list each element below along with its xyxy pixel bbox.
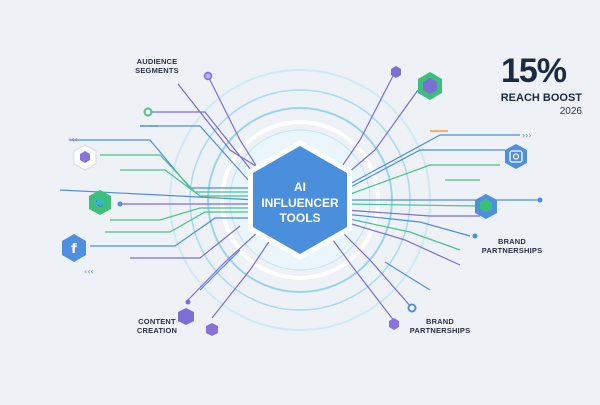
right-arrows-icon: ›››: [522, 131, 532, 140]
platform-icons: 🐦 f: [62, 66, 527, 336]
endpoint-dot: [185, 299, 191, 305]
connector-line: [185, 231, 259, 303]
connector-line: [211, 239, 271, 319]
label-line: BRAND: [497, 237, 527, 246]
connector-line: [337, 227, 413, 309]
label-line: CREATION: [136, 325, 178, 335]
box-icon: [475, 194, 497, 219]
reach-boost-year: 2026: [559, 106, 582, 117]
endpoint-dot: [537, 197, 543, 203]
reach-boost-label: REACH BOOST: [500, 92, 582, 104]
node-icon: [178, 308, 194, 325]
twitter-icon: 🐦: [89, 190, 111, 215]
network-icon: [418, 72, 442, 100]
connector-line: [150, 125, 251, 183]
connector-line: [344, 217, 461, 251]
label-brand-partnerships-right: BRAND PARTNERSHIPS: [476, 237, 548, 255]
facebook-icon: f: [62, 234, 86, 262]
arrow-accents: ‹‹‹ ‹‹‹ ›››: [68, 125, 532, 276]
connector-line: [199, 249, 241, 291]
instagram-icon: [505, 144, 527, 169]
hub-title-line: INFLUENCER: [261, 195, 339, 210]
connector-line: [344, 149, 505, 191]
label-line: PARTNERSHIPS: [481, 245, 543, 255]
left-arrows-icon: ‹‹‹: [68, 135, 78, 144]
connector-line: [341, 89, 419, 179]
connector-line: [344, 209, 480, 217]
reach-boost-value: 15%: [500, 52, 567, 90]
connector-line: [59, 189, 259, 201]
connector-line: [344, 213, 471, 237]
hub-hexagon-fill: [253, 146, 347, 254]
label-line: BRAND: [425, 317, 455, 326]
endpoint-dot: [143, 107, 153, 117]
connector-line: [344, 221, 461, 266]
connector-line: [120, 169, 258, 197]
svg-text:🐦: 🐦: [93, 197, 107, 210]
label-brand-partnerships-bottom: BRAND PARTNERSHIPS: [404, 317, 476, 335]
svg-text:f: f: [71, 242, 77, 257]
hub-title-line: AI: [294, 180, 306, 194]
label-audience-segments: AUDIENCE SEGMENTS: [130, 57, 184, 75]
connectors-right: [329, 71, 540, 323]
connector-line: [105, 211, 258, 233]
connector-line: [177, 83, 263, 171]
connector-line: [344, 203, 476, 207]
endpoint-dot: [203, 71, 213, 81]
connector-line: [100, 154, 258, 193]
node-icon: [389, 318, 399, 330]
connector-line: [344, 164, 500, 197]
left-arrows-icon: ‹‹‹: [84, 267, 94, 276]
connector-line: [345, 134, 520, 187]
connector-line: [70, 139, 258, 189]
label-line: SEGMENTS: [135, 65, 179, 75]
endpoint-dot: [407, 303, 417, 313]
endpoint-dot: [472, 233, 478, 239]
connector-line: [130, 225, 241, 259]
connectors-left: [59, 75, 271, 319]
node-icon: [206, 323, 218, 336]
node-icon: [391, 66, 401, 78]
connector-line: [110, 207, 258, 221]
connector-line: [337, 71, 396, 173]
generic-app-icon: [73, 144, 97, 171]
label-content-creation: CONTENT CREATION: [130, 317, 184, 335]
connector-line: [207, 75, 263, 176]
label-line: PARTNERSHIPS: [409, 325, 471, 335]
endpoint-dot: [117, 201, 123, 207]
hub-hexagon: [248, 140, 352, 260]
connector-line: [384, 261, 431, 291]
label-line: AUDIENCE: [136, 57, 178, 66]
hub-title-line: TOOLS: [279, 211, 321, 226]
connector-line: [90, 217, 258, 247]
hub-title: AI INFLUENCER TOOLS: [250, 180, 350, 227]
connector-line: [329, 235, 396, 323]
label-line: CONTENT: [138, 317, 176, 326]
connector-line: [148, 111, 256, 176]
